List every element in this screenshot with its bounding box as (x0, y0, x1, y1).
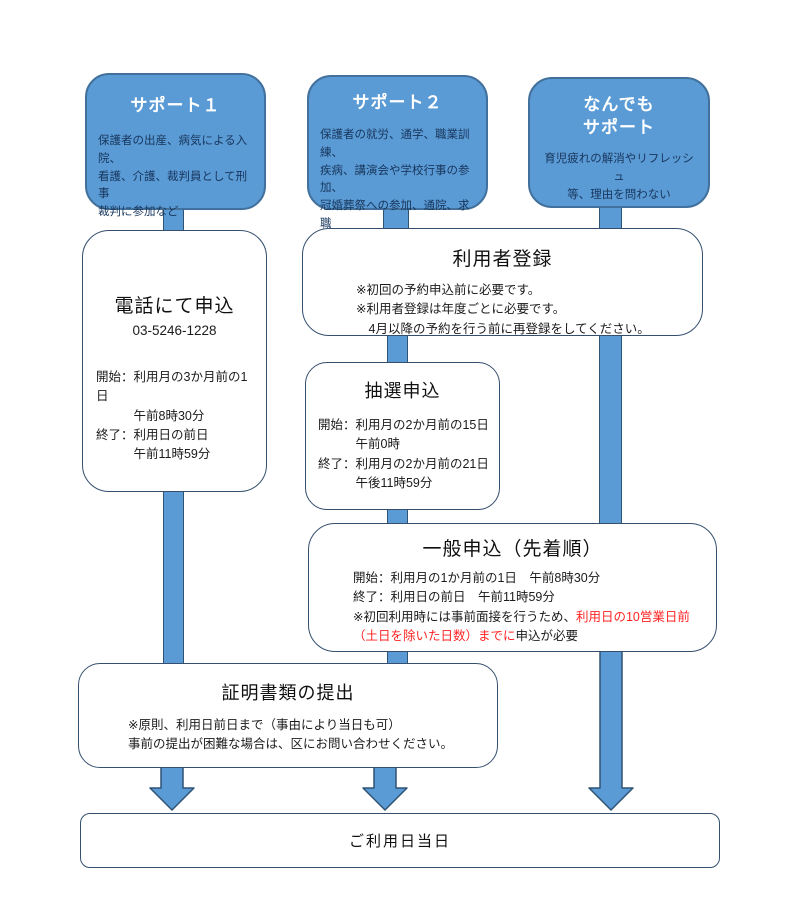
documents-submission-box: 証明書類の提出 ※原則、利用日前日まで（事由により当日も可） 事前の提出が困難な… (78, 663, 498, 768)
connector-registration-to-general (599, 330, 622, 529)
header-box-support1: サポート１ 保護者の出産、病気による入院、 看護、介護、裁判員として刑事 裁判に… (85, 73, 266, 218)
final-day-title: ご利用日当日 (348, 833, 451, 850)
lottery-application-schedule: 開始：利用月の2か月前の15日 午前0時 終了：利用月の2か月前の21日 午後1… (318, 418, 489, 491)
support1-description: 保護者の出産、病気による入院、 看護、介護、裁判員として刑事 裁判に参加など (98, 134, 248, 219)
general-application-line2: 終了：利用日の前日 午前11時59分 (353, 590, 555, 605)
connector-phone-to-documents (163, 488, 184, 668)
down-arrow-icon-left (149, 766, 195, 811)
general-application-note-black1: ※初回利用時には事前面接を行うため、 (353, 609, 576, 624)
documents-submission-notes: ※原則、利用日前日まで（事由により当日も可） 事前の提出が困難な場合は、区にお問… (128, 718, 454, 752)
phone-application-schedule: 開始：利用月の3か月前の1日 午前8時30分 終了：利用日の前日 午前11時59… (96, 369, 248, 462)
phone-application-box: 電話にて申込 03-5246-1228 開始：利用月の3か月前の1日 午前8時3… (82, 230, 267, 492)
phone-application-title: 電話にて申込 (114, 296, 235, 317)
support1-title: サポート１ (130, 96, 221, 115)
general-application-note-red: 利用日の10営業日前 （土日を除いた日数）までに (353, 609, 690, 644)
general-application-line1: 開始：利用月の1か月前の1日 午前8時30分 (353, 571, 601, 585)
general-application-title: 一般申込（先着順） (422, 539, 603, 560)
lottery-application-box: 抽選申込 開始：利用月の2か月前の15日 午前0時 終了：利用月の2か月前の21… (305, 362, 500, 510)
header-box-support2: サポート２ 保護者の就労、通学、職業訓練、 疾病、講演会や学校行事の参加、 冠婚… (307, 75, 488, 248)
user-registration-notes: ※初回の予約申込前に必要です。 ※利用者登録は年度ごとに必要です。 4月以降の予… (356, 283, 650, 336)
lottery-application-title: 抽選申込 (364, 381, 441, 401)
user-registration-box: 利用者登録 ※初回の予約申込前に必要です。 ※利用者登録は年度ごとに必要です。 … (302, 228, 703, 336)
final-day-box: ご利用日当日 (80, 813, 720, 868)
phone-number: 03-5246-1228 (132, 323, 217, 338)
down-arrow-icon-right (588, 649, 634, 811)
header-box-nandemo: なんでも サポート 育児疲れの解消やリフレッシュ 等、理由を問わない (528, 77, 710, 208)
connector-nandemo-to-registration (599, 200, 622, 234)
user-registration-title: 利用者登録 (452, 249, 553, 270)
support2-title: サポート２ (352, 93, 443, 112)
general-application-details: 開始：利用月の1か月前の1日 午前8時30分 終了：利用日の前日 午前11時59… (353, 569, 704, 647)
documents-submission-title: 証明書類の提出 (221, 683, 355, 703)
nandemo-description: 育児疲れの解消やリフレッシュ 等、理由を問わない (544, 152, 694, 201)
general-application-note-black2: 申込が必要 (515, 629, 579, 644)
general-application-box: 一般申込（先着順） 開始：利用月の1か月前の1日 午前8時30分 終了：利用日の… (308, 523, 717, 652)
down-arrow-icon-middle (362, 766, 408, 811)
connector-registration-to-lottery (387, 330, 408, 368)
nandemo-title: なんでも サポート (583, 95, 655, 137)
